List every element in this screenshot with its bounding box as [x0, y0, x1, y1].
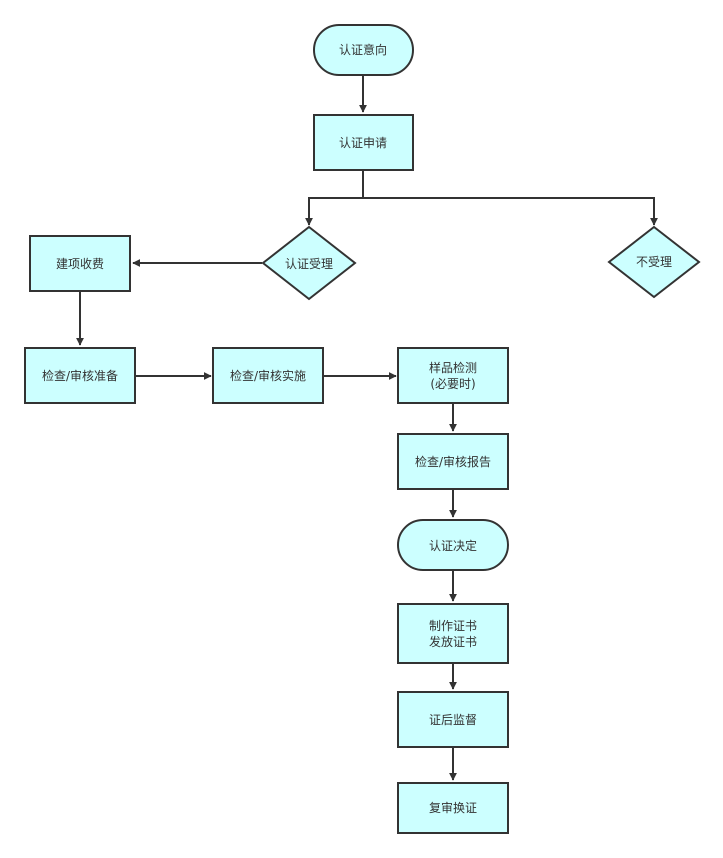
label-certificate-line2: 发放证书	[429, 634, 477, 649]
label-sample-line1: 样品检测	[429, 360, 477, 375]
node-not-accepted	[607, 225, 701, 299]
node-certificate	[397, 603, 509, 664]
label-intent: 认证意向	[339, 42, 387, 57]
node-acceptance	[261, 225, 357, 301]
node-report	[397, 433, 509, 490]
label-report: 检查/审核报告	[415, 454, 491, 469]
label-implement: 检查/审核实施	[230, 368, 306, 383]
node-implement	[212, 347, 324, 404]
node-sample	[397, 347, 509, 404]
edge-application-not-accepted	[363, 197, 658, 226]
label-sample-line2: (必要时)	[430, 377, 475, 391]
label-decision: 认证决定	[429, 538, 477, 553]
label-certificate-line1: 制作证书	[429, 619, 477, 633]
label-prep: 检查/审核准备	[42, 368, 118, 383]
label-renewal: 复审换证	[429, 800, 477, 815]
node-fee	[29, 235, 131, 292]
label-supervision: 证后监督	[429, 712, 477, 727]
node-intent	[313, 24, 414, 76]
node-prep	[24, 347, 136, 404]
node-application	[313, 114, 414, 171]
node-renewal	[397, 782, 509, 834]
node-supervision	[397, 691, 509, 748]
edge-application-acceptance	[305, 170, 364, 226]
label-application: 认证申请	[339, 136, 387, 150]
label-acceptance: 认证受理	[285, 257, 333, 271]
label-not-accepted: 不受理	[636, 255, 672, 269]
label-fee: 建项收费	[56, 257, 104, 271]
node-decision	[397, 519, 509, 571]
